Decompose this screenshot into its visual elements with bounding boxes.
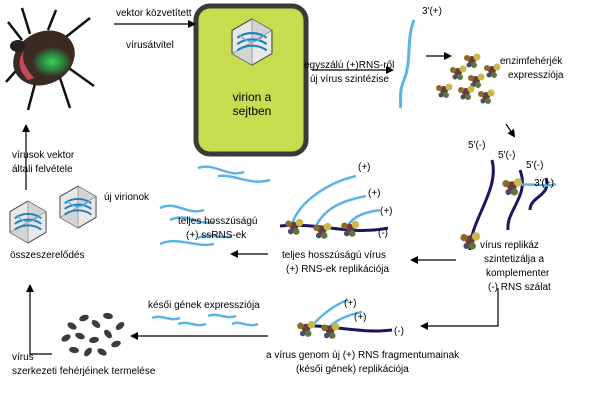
genome-fragment-label-2: (késői gének) replikációja xyxy=(296,364,409,375)
genome-fragment-label-1: a vírus genom új (+) RNS fragmentumainak xyxy=(266,350,460,361)
enzyme-protein-label-1: enzimfehérjék xyxy=(500,56,563,67)
full-length-label-1: teljes hosszúságú xyxy=(178,216,258,227)
five-prime-minus-b: 5'(-) xyxy=(498,150,516,161)
plus-mark-2: (+) xyxy=(368,188,381,199)
plus-mark-1: (+) xyxy=(358,162,371,173)
plus-mark-4: (+) xyxy=(344,298,357,309)
full-replication-strands xyxy=(279,174,389,239)
replicase-label-1: vírus replikáz xyxy=(480,240,539,251)
icosahedral-capsid-icon xyxy=(59,185,98,229)
virion-in-cell-label-2: sejtben xyxy=(232,104,272,118)
plus-mark-5: (+) xyxy=(354,312,367,323)
replicase-label-2: szintetizálja a xyxy=(484,254,545,265)
minus-mark-1: (-) xyxy=(378,228,388,239)
virus-transfer-label: vírusátvitel xyxy=(126,40,174,51)
vector-mediated-label: vektor közvetített xyxy=(116,8,192,19)
replicase-label-3: komplementer xyxy=(486,268,550,279)
icosahedral-capsid-icon xyxy=(8,200,47,244)
enzyme-cluster-icon xyxy=(436,53,501,104)
structural-label-1: vírus xyxy=(12,352,34,363)
single-strand-label-1: egyszálú (+)RNS-ről xyxy=(304,60,395,71)
replicase-complex-icon xyxy=(460,159,557,251)
insect-vector-icon xyxy=(5,7,95,111)
single-strand-label-2: új vírus szintézise xyxy=(310,74,389,85)
three-prime-plus-right: 3'(+) xyxy=(534,178,554,189)
replicase-label-4: (-) RNS szálat xyxy=(488,282,551,293)
assembly-label: összeszerelődés xyxy=(10,250,85,261)
host-cell-icon xyxy=(193,3,309,157)
late-genes-label: késői gének expressziója xyxy=(148,300,260,311)
full-length-label-2: (+) ssRNS-ek xyxy=(186,230,247,241)
structural-label-2: szerkezeti fehérjéinek termelése xyxy=(12,366,156,377)
process-arrows xyxy=(22,20,516,355)
five-prime-minus-a: 5'(-) xyxy=(468,140,486,151)
plus-rna-strand xyxy=(398,19,416,109)
vector-uptake-label-2: általi felvétele xyxy=(12,164,73,175)
plus-mark-3: (+) xyxy=(380,206,393,217)
full-replication-label-2: (+) RNS-ek replikációja xyxy=(286,264,390,275)
minus-mark-2: (-) xyxy=(394,326,404,337)
enzyme-protein-label-2: expressziója xyxy=(508,70,564,81)
virion-in-cell-label-1: virion a xyxy=(232,90,272,104)
vector-uptake-label-1: vírusok vektor xyxy=(12,150,75,161)
late-gene-replication-strands xyxy=(297,298,393,339)
full-replication-label-1: teljes hosszúságú vírus xyxy=(282,250,386,261)
new-virions-label: új virionok xyxy=(104,192,150,203)
five-prime-minus-c: 5'(-) xyxy=(526,160,544,171)
structural-protein-icon xyxy=(61,312,125,357)
three-prime-plus-top: 3'(+) xyxy=(422,6,442,17)
full-length-ssrna-strands xyxy=(159,165,271,247)
late-gene-rna-fragments xyxy=(151,313,259,327)
